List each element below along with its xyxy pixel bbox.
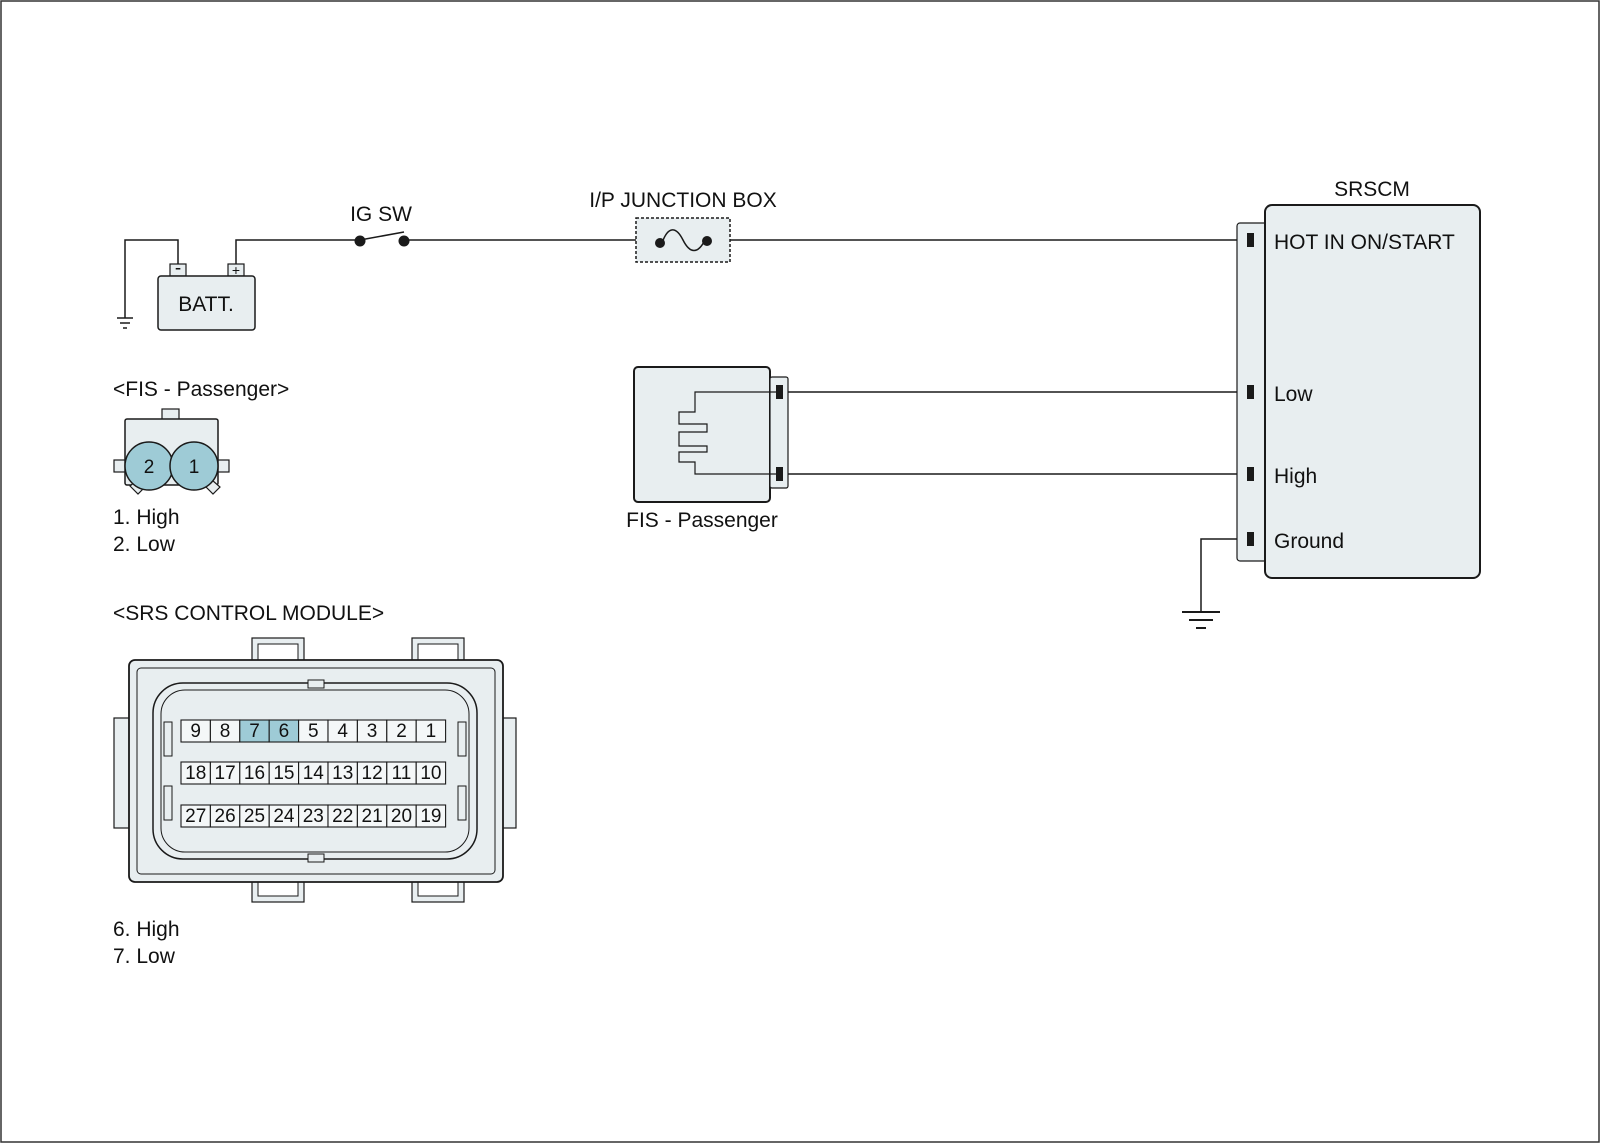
- srs-pin-label: 4: [337, 721, 348, 742]
- wire-srscm-ground: [1200, 538, 1250, 612]
- srs-pin-label: 8: [220, 721, 231, 742]
- fis-pin-label: 1: [189, 457, 200, 478]
- fis-sensor: FIS - Passenger: [626, 366, 789, 532]
- srs-pin-label: 24: [273, 806, 295, 827]
- ground-icon: [117, 317, 133, 329]
- srs-pin-label: 3: [367, 721, 378, 742]
- fis-connector: <FIS - Passenger> 2 1 1. High 2. Low: [113, 378, 289, 556]
- sensor-comb-icon: [678, 391, 776, 475]
- terminal: [1247, 532, 1254, 546]
- srscm-pin-label: HOT IN ON/START: [1274, 231, 1455, 254]
- srscm-pin-label: High: [1274, 465, 1317, 488]
- srscm-title: SRSCM: [1334, 178, 1410, 201]
- fuse-icon: [661, 229, 706, 252]
- srs-connector-title: <SRS CONTROL MODULE>: [113, 602, 384, 625]
- srs-pin-label: 10: [420, 763, 441, 784]
- srs-pin-label: 9: [190, 721, 201, 742]
- srs-pin-label: 25: [244, 806, 265, 827]
- junction-box-label: I/P JUNCTION BOX: [589, 189, 776, 212]
- srs-pin-label: 19: [420, 806, 441, 827]
- terminal: [1247, 385, 1254, 399]
- srs-pin-label: 11: [392, 763, 412, 784]
- wire-batt-ground: [124, 239, 179, 318]
- srs-pin-cell: [415, 719, 447, 743]
- ig-switch-label: IG SW: [350, 203, 412, 226]
- srs-pin-label: 20: [391, 806, 412, 827]
- ground-icon: [1182, 611, 1220, 629]
- wire-batt-igsw: [235, 239, 360, 266]
- fis-sensor-label: FIS - Passenger: [626, 509, 778, 532]
- srs-pin-label: 13: [332, 763, 353, 784]
- srscm-pin-label: Ground: [1274, 530, 1344, 553]
- srs-pin-label: 2: [396, 721, 407, 742]
- srs-pin-label: 26: [215, 806, 236, 827]
- srs-pin-label: 23: [303, 806, 324, 827]
- battery-label: BATT.: [178, 293, 234, 316]
- fis-pin-1: [169, 441, 219, 491]
- srs-pin-label: 1: [426, 721, 437, 742]
- srs-pin-label: 21: [362, 806, 383, 827]
- srs-pin-label: 6: [279, 721, 290, 742]
- srs-legend-item: 6. High: [113, 918, 180, 941]
- srs-pin-label: 22: [332, 806, 353, 827]
- junction-box: I/P JUNCTION BOX: [589, 189, 777, 263]
- terminal: [1247, 233, 1254, 247]
- fis-connector-title: <FIS - Passenger>: [113, 378, 289, 401]
- srs-pin-label: 15: [273, 763, 294, 784]
- fis-legend-item: 2. Low: [113, 533, 176, 556]
- srs-pin-cell: [415, 804, 447, 828]
- srs-pin-label: 18: [185, 763, 206, 784]
- fis-pin-label: 2: [144, 457, 155, 478]
- fis-legend-item: 1. High: [113, 506, 180, 529]
- terminal: [776, 467, 783, 481]
- srs-pin-label: 27: [185, 806, 206, 827]
- srs-pin-label: 14: [303, 763, 325, 784]
- srs-legend-item: 7. Low: [113, 945, 176, 968]
- terminal: [776, 385, 783, 399]
- srs-pin-label: 7: [249, 721, 260, 742]
- srs-pin-cell: [415, 761, 447, 785]
- battery-pos-sign: +: [232, 262, 240, 278]
- battery-neg-sign: -: [175, 258, 181, 279]
- battery: - + BATT.: [157, 258, 256, 331]
- ig-switch: IG SW: [350, 203, 412, 247]
- srs-pin-label: 16: [244, 763, 265, 784]
- srscm-pin-label: Low: [1274, 383, 1313, 406]
- terminal: [1247, 467, 1254, 481]
- srs-pin-label: 12: [362, 763, 383, 784]
- srs-pin-label: 5: [308, 721, 319, 742]
- srs-pin-label: 17: [215, 763, 236, 784]
- srscm-module: SRSCM HOT IN ON/START Low High Ground: [1236, 178, 1481, 579]
